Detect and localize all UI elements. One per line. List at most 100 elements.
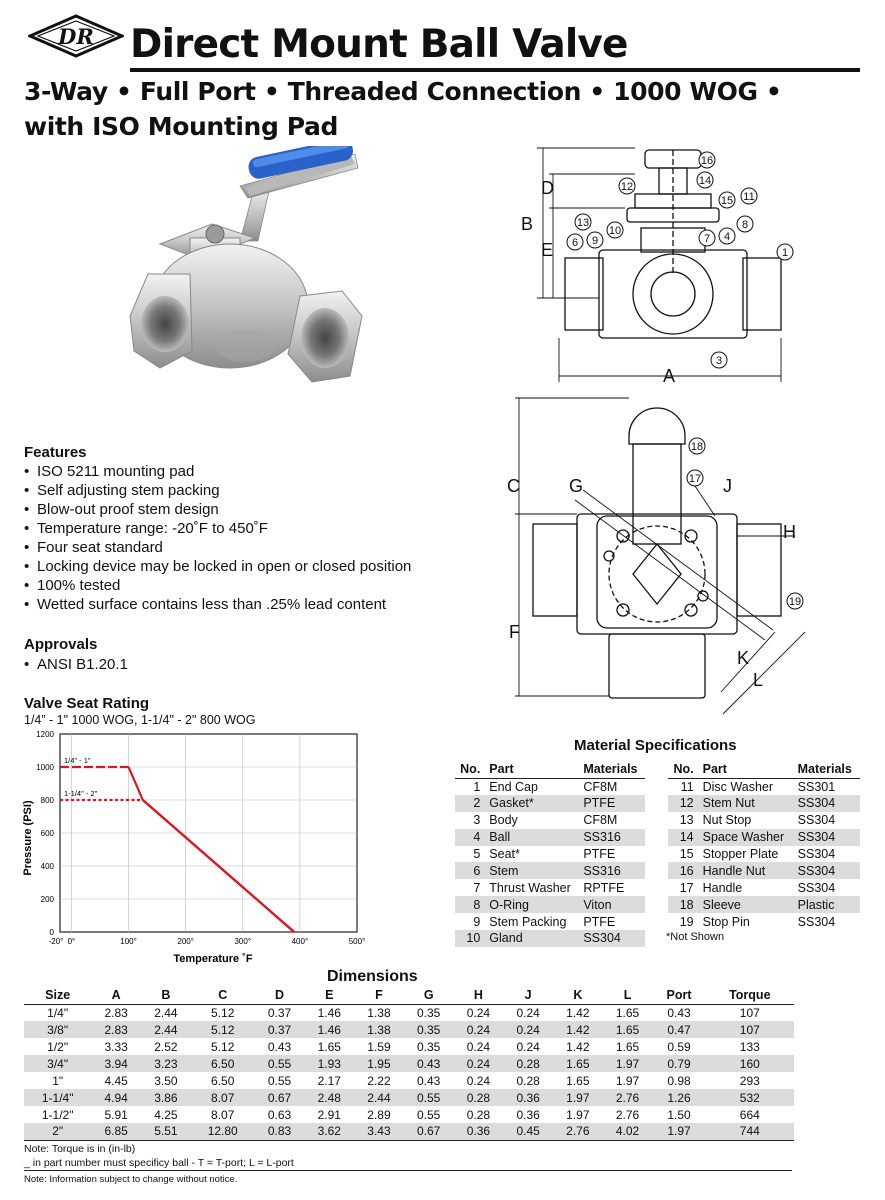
- dimensions-cell: 3/8": [24, 1021, 92, 1038]
- part-number-note: _ in part number must specificy ball - T…: [24, 1157, 294, 1169]
- chart-y-axis-label: Pressure (PSI): [22, 800, 34, 876]
- dimensions-cell: 3/4": [24, 1055, 92, 1072]
- footer-note: Note: Information subject to change with…: [24, 1174, 238, 1185]
- dimensions-cell: 0.55: [403, 1089, 454, 1106]
- materials-cell-part: Handle: [702, 880, 743, 895]
- materials-cell-part: Handle Nut: [699, 862, 795, 880]
- dimensions-cell: 1.93: [304, 1055, 355, 1072]
- dim-label-h: H: [783, 522, 796, 542]
- dimensions-cell: 0.55: [417, 1107, 441, 1122]
- materials-header-part: Part: [486, 761, 581, 779]
- callout-13: 13: [577, 217, 589, 229]
- dimensions-cell: 3.50: [154, 1073, 178, 1088]
- dimensions-cell: 1.59: [367, 1039, 391, 1054]
- dimensions-cell: 4.94: [91, 1089, 142, 1106]
- callout-11: 11: [743, 191, 754, 203]
- dimensions-header: E: [304, 986, 355, 1005]
- dimensions-cell: 107: [705, 1021, 794, 1038]
- dimensions-cell: 0.98: [667, 1073, 691, 1088]
- dimensions-cell: 2.89: [367, 1107, 391, 1122]
- dimensions-cell: 5.12: [211, 1005, 235, 1020]
- dimensions-cell: 1-1/2": [41, 1107, 74, 1122]
- dimensions-cell: 2.44: [141, 1021, 191, 1038]
- materials-cell-no: 17: [679, 880, 694, 895]
- feature-item: Locking device may be locked in open or …: [24, 557, 411, 576]
- dimensions-header: L: [602, 986, 653, 1005]
- dimensions-cell: 2.83: [104, 1005, 128, 1020]
- dimensions-cell: 0.24: [516, 1039, 540, 1054]
- page-subtitle: 3-Way • Full Port • Threaded Connection …: [24, 74, 784, 144]
- materials-cell-no: 13: [679, 813, 694, 828]
- materials-header-no: No.: [668, 761, 700, 779]
- dimensions-cell: 0.55: [267, 1073, 292, 1088]
- dimensions-cell: 0.36: [453, 1123, 504, 1141]
- valve-product-image: [129, 146, 363, 383]
- dimensions-cell: 2.17: [317, 1073, 341, 1088]
- dim-label-f: F: [509, 622, 520, 642]
- chart-y-tick-label: 1000: [36, 763, 54, 772]
- callout-12: 12: [621, 181, 633, 193]
- materials-header-part: Part: [699, 761, 795, 779]
- materials-cell-material: SS304: [794, 862, 860, 880]
- subtitle-line-2: with ISO Mounting Pad: [24, 112, 338, 141]
- dimensions-cell: 5.12: [211, 1039, 235, 1054]
- dimensions-cell: 0.43: [417, 1073, 441, 1088]
- materials-cell-material: CF8M: [583, 813, 618, 828]
- dimensions-header: Size: [24, 986, 92, 1005]
- dimensions-cell: 160: [705, 1055, 794, 1072]
- dimensions-cell: 1.97: [566, 1107, 590, 1122]
- materials-cell-material: SS316: [580, 828, 645, 846]
- feature-item: Self adjusting stem packing: [24, 481, 411, 500]
- dimensions-cell: 1.95: [354, 1055, 404, 1072]
- dimensions-header: K: [552, 986, 603, 1005]
- dimensions-cell: 0.24: [516, 1005, 540, 1020]
- dimensions-cell: 744: [705, 1123, 794, 1141]
- materials-cell-material: PTFE: [583, 914, 616, 929]
- dimensions-cell: 1.65: [552, 1055, 603, 1072]
- chart-x-tick-label: 100°: [120, 937, 137, 946]
- footer-rule: [24, 1170, 792, 1171]
- features-list: ISO 5211 mounting pad Self adjusting ste…: [24, 462, 411, 614]
- dim-label-c: C: [507, 476, 520, 496]
- dimensions-cell: 2": [24, 1123, 92, 1141]
- dimensions-cell: 6.85: [91, 1123, 142, 1141]
- chart-x-axis-label: Temperature ˚F: [173, 953, 253, 965]
- dimensions-cell: 0.36: [516, 1107, 540, 1122]
- dimensions-cell: 1.65: [602, 1021, 653, 1038]
- materials-cell-material: PTFE: [580, 794, 645, 812]
- materials-cell-material: Plastic: [794, 896, 860, 914]
- callout-14: 14: [699, 175, 711, 187]
- materials-cell-material: SS304: [580, 930, 645, 947]
- dimensions-cell: 2.48: [304, 1089, 355, 1106]
- callout-15: 15: [721, 195, 733, 207]
- callout-10: 10: [609, 225, 621, 237]
- logo-text: DR: [57, 24, 94, 49]
- not-shown-note: *Not Shown: [666, 931, 725, 943]
- subtitle-line-1: 3-Way • Full Port • Threaded Connection …: [24, 77, 782, 106]
- materials-cell-part: Thrust Washer: [489, 880, 571, 895]
- dimensions-cell: 0.24: [503, 1021, 553, 1038]
- dimensions-cell: 3.94: [91, 1055, 142, 1072]
- approvals-heading: Approvals: [24, 636, 98, 653]
- approval-item: ANSI B1.20.1: [24, 655, 128, 674]
- dimensions-cell: 107: [739, 1005, 760, 1020]
- chart-y-tick-label: 1200: [36, 730, 54, 739]
- dimensions-cell: 1.97: [615, 1073, 640, 1088]
- materials-cell-part: Stem: [486, 862, 581, 880]
- dimensions-header: B: [141, 986, 191, 1005]
- dimensions-title: Dimensions: [327, 968, 418, 985]
- chart-series-label: 1-1/4" - 2": [64, 789, 98, 798]
- dimensions-cell: 4.02: [602, 1123, 653, 1141]
- chart-x-tick-label: -20°: [49, 937, 64, 946]
- dimensions-cell: 3.23: [141, 1055, 191, 1072]
- dimensions-cell: 0.37: [267, 1005, 292, 1020]
- dimensions-header: F: [354, 986, 404, 1005]
- materials-cell-material: CF8M: [583, 779, 618, 794]
